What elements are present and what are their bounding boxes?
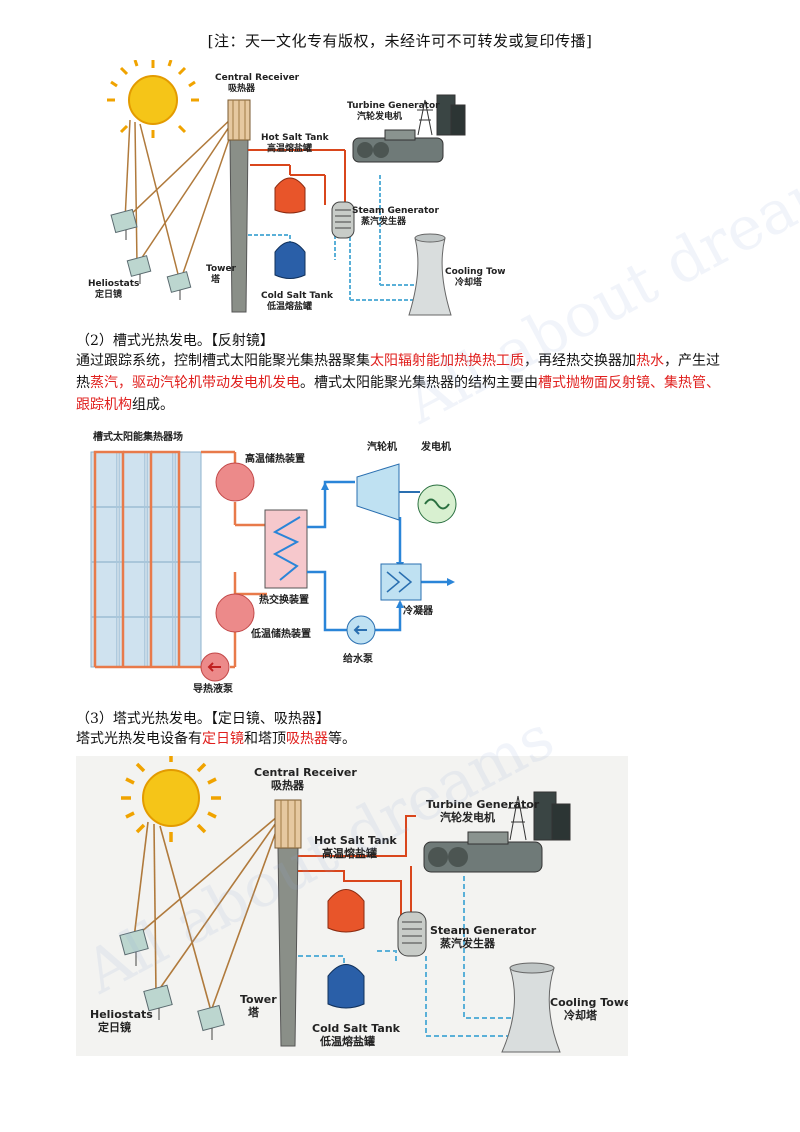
turbine-label-en: Turbine Generator — [347, 101, 440, 111]
s2-highlight-4: 槽式抛物面反射镜、集热管、跟踪机构 — [76, 375, 720, 413]
collector-field-label: 槽式太阳能集热器场 — [93, 430, 183, 443]
s2-text-1: 通过跟踪系统，控制槽式太阳能聚光集热器聚集 — [76, 353, 370, 369]
hot-tank-label-en: Hot Salt Tank — [261, 133, 330, 143]
s3-highlight-1: 定日镜 — [202, 731, 244, 747]
heliostats-label-en: Heliostats — [90, 1008, 153, 1021]
s2-highlight-1: 太阳辐射能加热换热工质 — [370, 353, 524, 369]
feed-pump-icon — [346, 615, 376, 645]
s2-highlight-3: 蒸汽，驱动汽轮机带动发电机发电 — [90, 375, 300, 391]
central-receiver-label-zh: 吸热器 — [228, 82, 256, 94]
cold-tank-label-zh: 低温熔盐罐 — [266, 300, 312, 312]
trough-plant-diagram: 槽式太阳能集热器场 高温储热装置 汽轮机 发电机 热交换装置 冷凝器 低温储热装… — [75, 422, 475, 700]
section3-heading: （3）塔式光热发电。【定日镜、吸热器】 — [76, 711, 330, 727]
section3-paragraph: 塔式光热发电设备有定日镜和塔顶吸热器等。 — [76, 728, 726, 750]
heliostats-label-en: Heliostats — [88, 279, 139, 289]
steam-gen-label-en: Steam Generator — [352, 206, 439, 216]
tower-plant-diagram-bottom: Central Receiver 吸热器 Turbine Generator 汽… — [76, 756, 628, 1056]
cooling-label-en: Cooling Tower — [445, 267, 505, 277]
steam-gen-label-zh: 蒸汽发生器 — [440, 936, 496, 950]
s2-text-3: ，产生过热 — [76, 353, 720, 391]
heliostats-label-zh: 定日镜 — [94, 288, 122, 300]
tower-plant-diagram-top: Central Receiver 吸热器 Turbine Generator 汽… — [85, 60, 505, 328]
cold-tank-label-en: Cold Salt Tank — [261, 291, 334, 301]
hot-tank-label-zh: 高温熔盐罐 — [322, 846, 377, 860]
s2-text-5: 组成。 — [132, 397, 174, 413]
s2-text-4: 。槽式太阳能聚光集热器的结构主要由 — [300, 375, 538, 391]
heliostats-label-zh: 定日镜 — [98, 1020, 131, 1034]
turbine-label-zh: 汽轮发电机 — [440, 810, 495, 824]
cold-salt-tank-icon — [274, 241, 306, 279]
oil-pump-icon — [200, 652, 230, 682]
central-receiver-label-zh: 吸热器 — [271, 778, 305, 792]
s3-text-3: 等。 — [328, 731, 356, 747]
sun-icon — [121, 756, 221, 842]
hot-storage-label: 高温储热装置 — [245, 452, 305, 465]
turbine-generator-icon — [423, 831, 543, 873]
hot-salt-tank-icon — [327, 889, 365, 933]
s3-text-1: 塔式光热发电设备有 — [76, 731, 202, 747]
power-grid-icon — [417, 94, 466, 136]
cooling-label-zh: 冷却塔 — [564, 1008, 598, 1022]
cooling-label-en: Cooling Tower — [550, 996, 628, 1009]
power-grid-icon — [508, 791, 571, 841]
central-receiver-label-en: Central Receiver — [254, 766, 357, 779]
hot-salt-tank-icon — [274, 177, 306, 214]
section2-paragraph: 通过跟踪系统，控制槽式太阳能聚光集热器聚集太阳辐射能加热换热工质，再经热交换器加… — [76, 350, 726, 416]
steam-generator-icon — [397, 911, 427, 957]
heat-exchanger-label: 热交换装置 — [259, 593, 309, 606]
heat-exchanger-icon — [264, 509, 308, 589]
turbine-label: 汽轮机 — [367, 440, 397, 453]
condenser-icon — [380, 563, 422, 601]
cold-tank-label-en: Cold Salt Tank — [312, 1022, 401, 1035]
steam-gen-label-en: Steam Generator — [430, 924, 537, 937]
oil-pump-label: 导热液泵 — [193, 682, 234, 695]
tower-label-zh: 塔 — [211, 273, 221, 285]
collector-field-icon — [90, 451, 202, 668]
cold-storage-label: 低温储热装置 — [250, 627, 311, 640]
turbine-label-en: Turbine Generator — [426, 798, 540, 811]
cooling-tower-icon — [501, 962, 561, 1053]
hot-tank-label-en: Hot Salt Tank — [314, 834, 397, 847]
turbine-icon — [356, 463, 400, 521]
cold-tank-label-zh: 低温熔盐罐 — [319, 1034, 375, 1048]
s2-highlight-2: 热水 — [636, 353, 664, 369]
generator-label: 发电机 — [420, 440, 451, 453]
feed-pump-label: 给水泵 — [343, 652, 374, 665]
heliostat-icon — [110, 208, 192, 300]
heliostat-icon — [119, 928, 225, 1040]
hot-tank-label-zh: 高温熔盐罐 — [267, 142, 312, 154]
turbine-generator-icon — [352, 129, 444, 163]
tower-icon — [227, 99, 251, 313]
cooling-tower-icon — [408, 233, 452, 316]
central-receiver-label-en: Central Receiver — [215, 73, 300, 83]
tower-label-zh: 塔 — [248, 1005, 260, 1019]
turbine-label-zh: 汽轮发电机 — [357, 110, 402, 122]
tower-icon — [274, 799, 302, 1047]
tower-label-en: Tower — [206, 264, 237, 274]
s3-text-2: 和塔顶 — [244, 731, 286, 747]
copyright-notice: [注：天一文化专有版权，未经许可不可转发或复印传播] — [207, 32, 593, 50]
s3-highlight-2: 吸热器 — [286, 731, 328, 747]
condenser-label: 冷凝器 — [403, 604, 434, 617]
cold-storage-icon — [215, 593, 255, 633]
s2-text-2: ，再经热交换器加 — [524, 353, 636, 369]
cooling-label-zh: 冷却塔 — [455, 276, 483, 288]
cold-salt-tank-icon — [327, 964, 365, 1009]
section2-heading: （2）槽式光热发电。【反射镜】 — [76, 333, 274, 349]
tower-label-en: Tower — [240, 993, 277, 1006]
steam-generator-icon — [331, 201, 355, 239]
sun-icon — [107, 60, 199, 138]
steam-gen-label-zh: 蒸汽发生器 — [361, 215, 407, 227]
generator-icon — [417, 484, 457, 524]
hot-storage-icon — [215, 462, 255, 502]
